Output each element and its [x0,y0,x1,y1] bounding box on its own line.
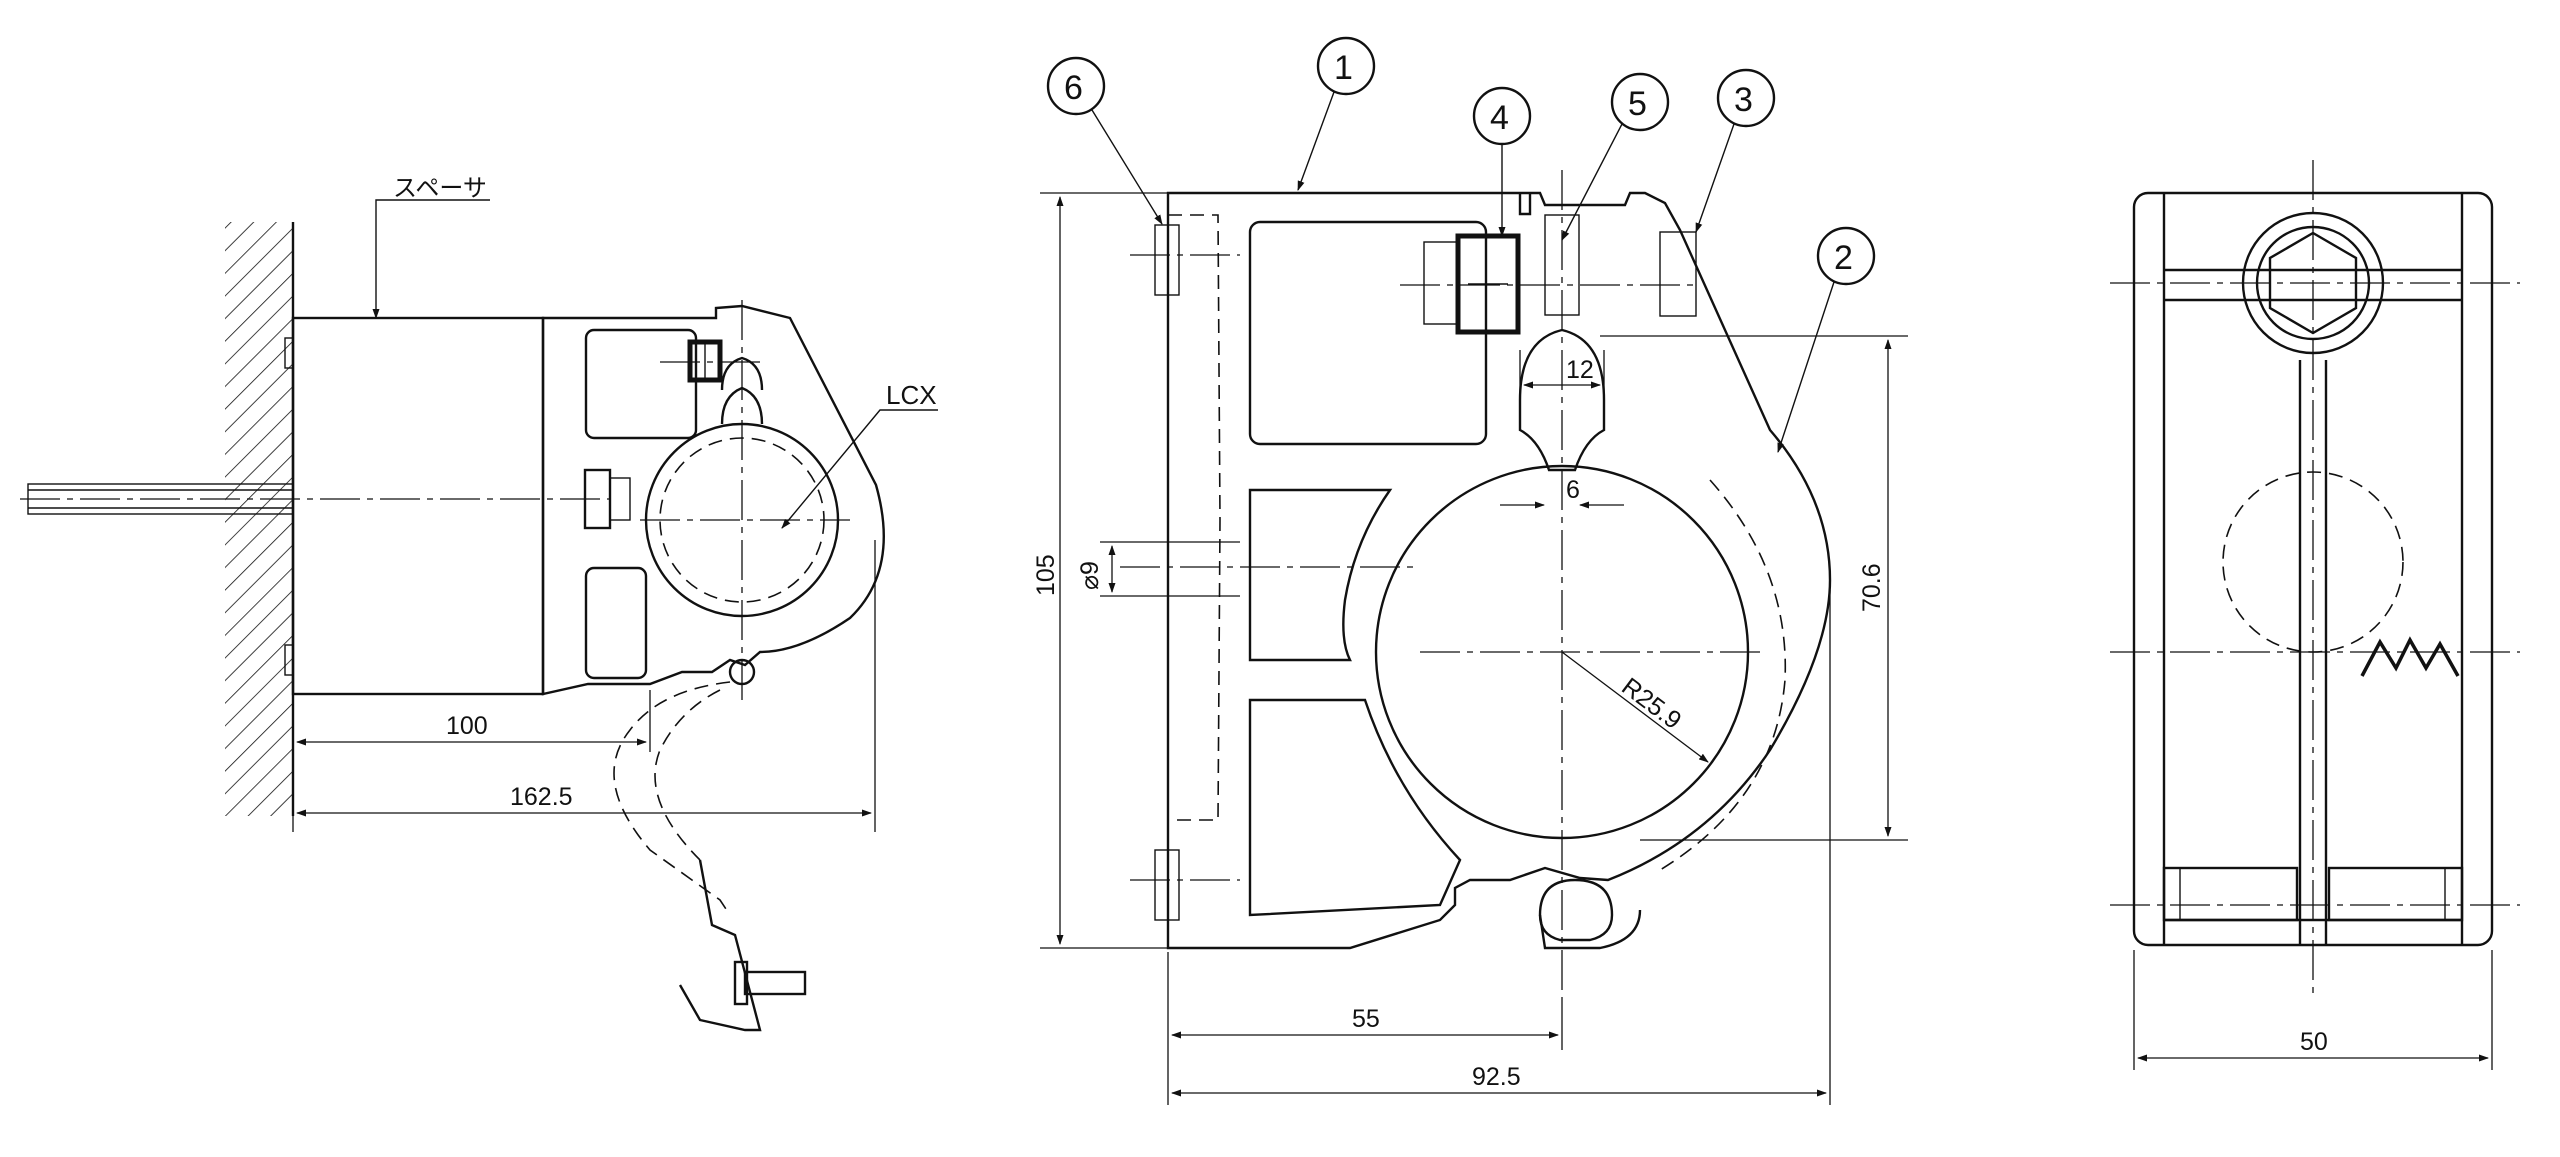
clamp-side [541,300,885,1032]
svg-text:5: 5 [1628,85,1647,123]
svg-text:3: 3 [1734,81,1753,119]
mountain-logo [2360,636,2460,677]
side-view: スペーサ LCX 100 162.5 [20,175,938,1032]
callout-3: 3 [1695,68,1776,233]
spacer-label: スペーサ [393,175,487,202]
dim-162: 162.5 [510,783,573,811]
dim-radius: R25.9 [1616,672,1686,735]
front-view: 6 1 4 5 3 2 1 [1032,36,1908,1105]
dim-92: 92.5 [1472,1063,1521,1091]
sleeve-left [2162,866,2299,922]
lcx-label: LCX [886,380,937,410]
dim-105: 105 [1032,554,1060,596]
anchor-bolt [20,483,610,515]
callout-1: 1 [1297,36,1376,191]
svg-text:1: 1 [1334,49,1353,87]
washer [1423,241,1459,325]
window-mid [1248,488,1393,662]
hook-tip [1538,909,1642,950]
end-view: 50 [2110,160,2520,1070]
dim-6: 6 [1566,476,1580,504]
callout-4: 4 [1472,86,1532,237]
callout-5: 5 [1561,72,1670,241]
clamp-body-outline [1166,191,1832,950]
svg-text:2: 2 [1834,239,1853,277]
top-nut [1659,231,1697,317]
spacer-block [284,316,545,696]
hinge-pin [1538,878,1614,942]
dim-70: 70.6 [1858,563,1886,612]
callout-2: 2 [1777,226,1876,453]
lcx-leader [781,409,938,529]
callout-6: 6 [1046,56,1163,225]
dim-12: 12 [1566,356,1594,384]
wall-hatch [225,222,293,816]
dim-100: 100 [446,712,488,740]
window-bot [1248,698,1462,917]
sleeve-right [2327,866,2464,922]
rivet-top [1154,224,1180,296]
window-top [1248,220,1488,446]
svg-text:6: 6 [1064,69,1083,107]
dim-55: 55 [1352,1005,1380,1033]
dim-50: 50 [2300,1028,2328,1056]
svg-text:4: 4 [1490,99,1509,137]
hook-open-dashed [1659,479,1787,871]
rivet-bot [1154,849,1180,921]
slot-hidden [1168,214,1221,821]
spacer-leader [372,199,490,319]
dim-hole: ⌀9 [1076,561,1104,590]
